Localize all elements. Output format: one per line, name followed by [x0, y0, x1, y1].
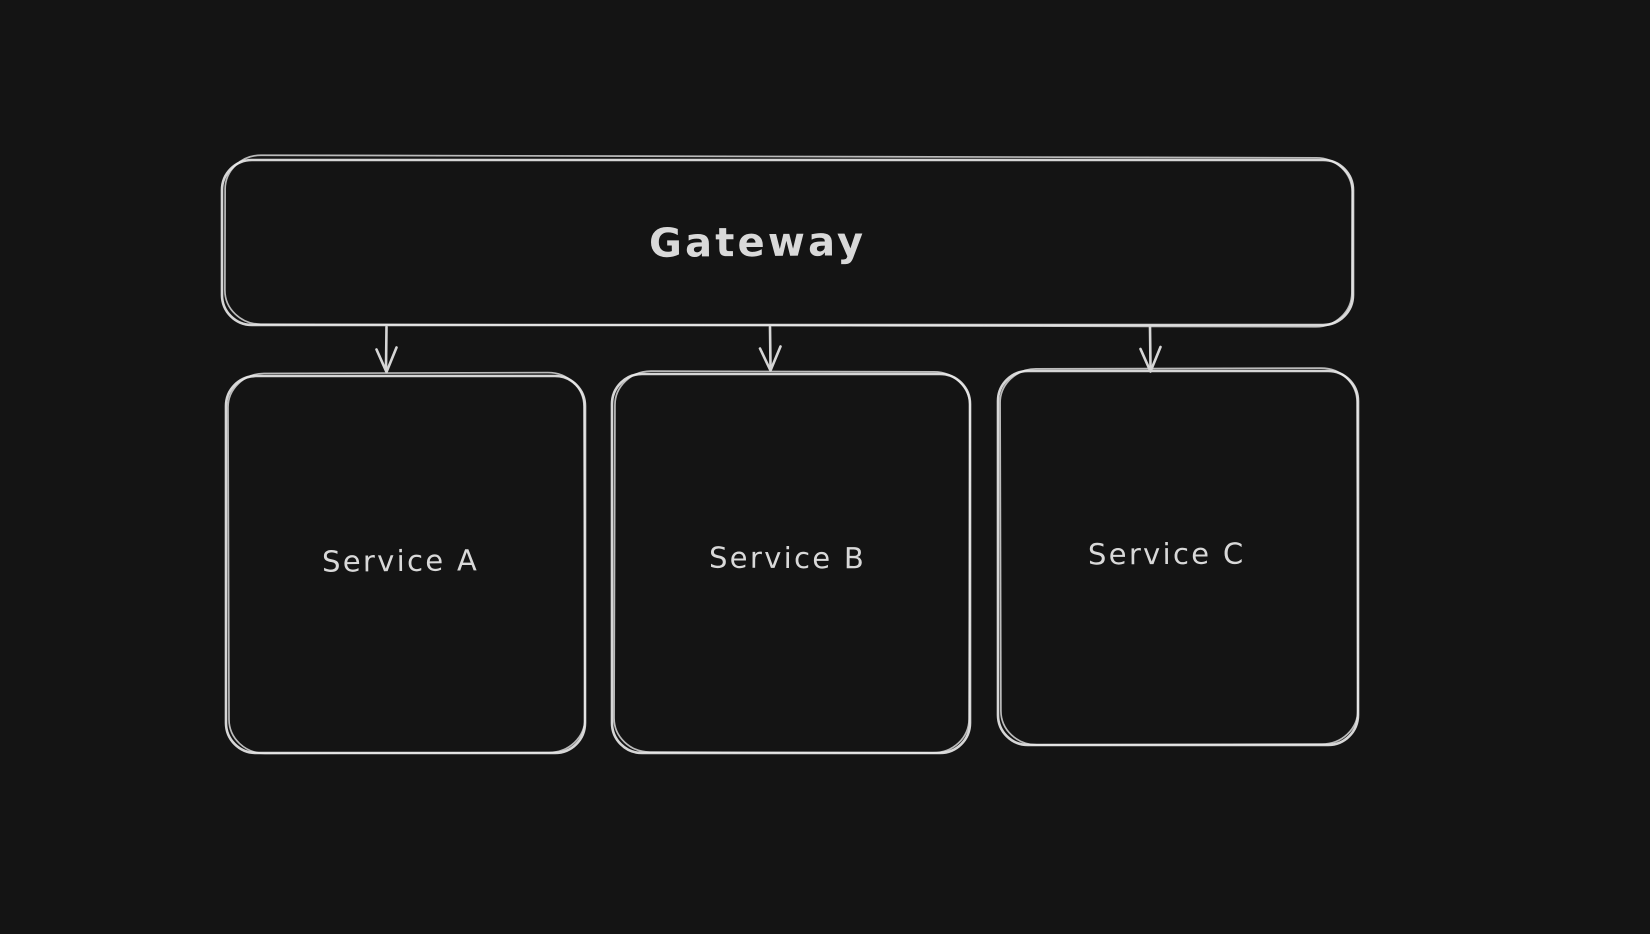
edge-arrow-gateway-to-service-b[interactable] — [758, 325, 782, 372]
node-box-service-a[interactable] — [224, 371, 587, 755]
edge-arrow-gateway-to-service-c[interactable] — [1139, 325, 1162, 373]
node-box-service-b[interactable] — [610, 370, 972, 755]
node-box-service-c[interactable] — [996, 367, 1360, 747]
node-box-gateway[interactable] — [220, 154, 1355, 328]
edge-arrow-gateway-to-service-a[interactable] — [375, 325, 398, 374]
